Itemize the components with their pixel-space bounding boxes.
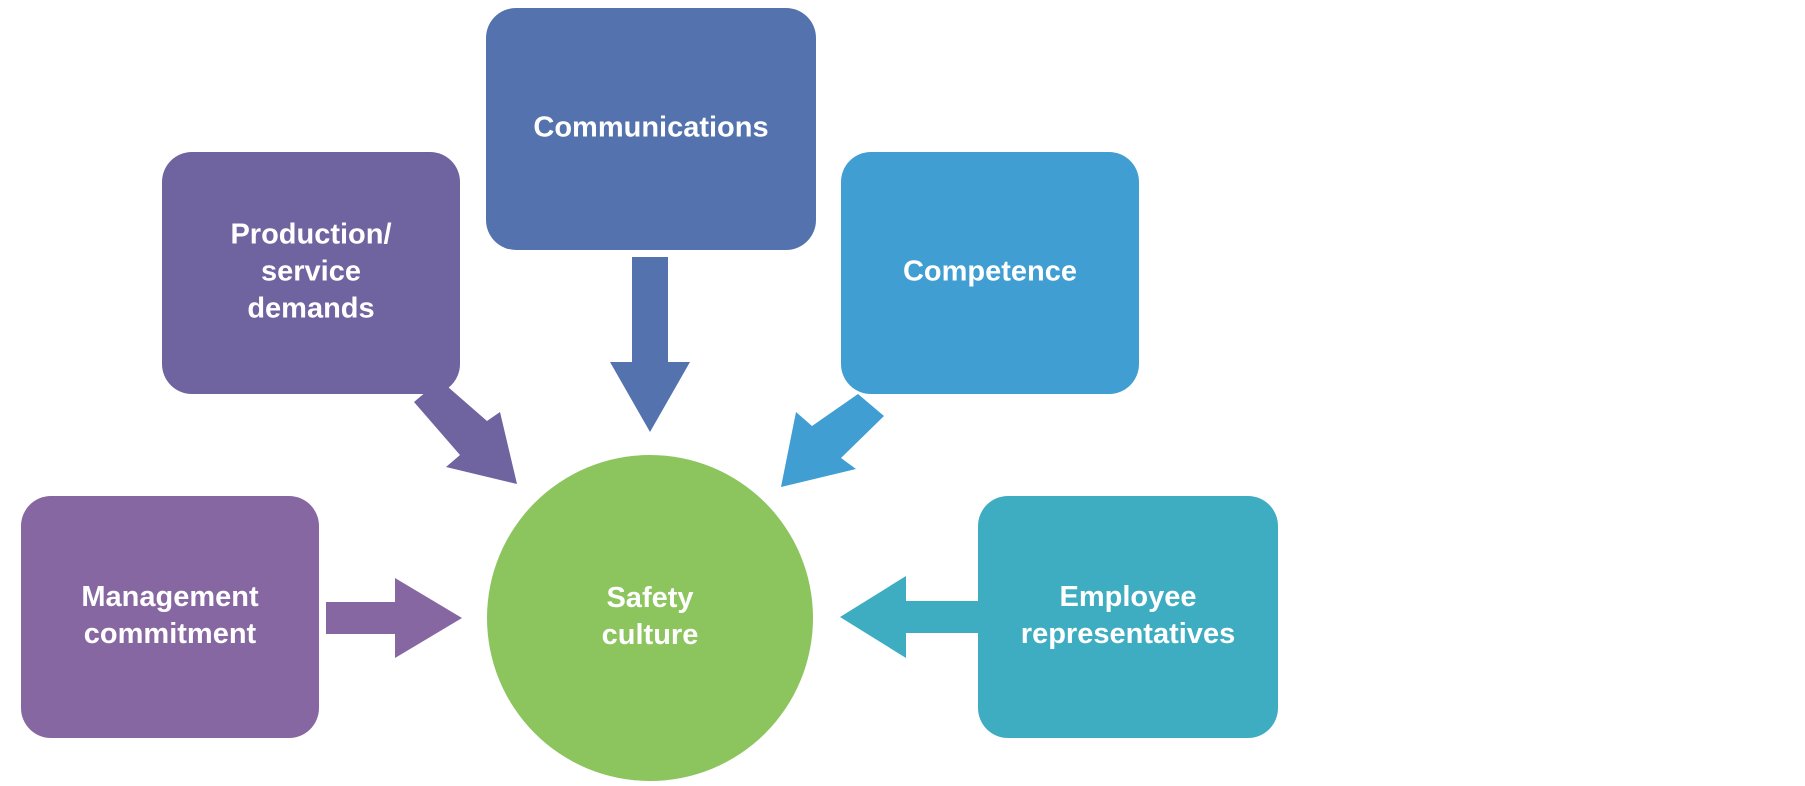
node-box: [978, 496, 1278, 738]
node-label: Competence: [903, 256, 1077, 288]
node-label-line: Safety: [606, 582, 693, 614]
node-label-line: service: [261, 256, 361, 288]
node-label-line: Management: [81, 581, 259, 613]
node-label-line: Production/: [230, 219, 391, 251]
node-label-line: culture: [602, 619, 699, 651]
arrow-management-to-center: [326, 578, 462, 658]
node-label: Communications: [533, 112, 768, 144]
node-label-line: commitment: [84, 618, 257, 650]
arrow-competence-to-center: [781, 394, 884, 487]
node-label-line: Communications: [533, 112, 768, 144]
node-label: Employee representatives: [1021, 581, 1235, 650]
node-communications: Communications: [486, 8, 816, 250]
node-label: Safety culture: [602, 582, 699, 651]
node-box: [21, 496, 319, 738]
node-label: Management commitment: [81, 581, 259, 650]
center-circle: [487, 455, 813, 781]
node-production-service-demands: Production/service demands: [162, 152, 460, 394]
node-label-line: Competence: [903, 256, 1077, 288]
node-label-line: representatives: [1021, 618, 1235, 650]
arrow-communications-to-center: [610, 257, 690, 432]
arrow-employee-to-center: [840, 576, 985, 658]
node-safety-culture: Safety culture: [487, 455, 813, 781]
node-label-line: Employee: [1060, 581, 1197, 613]
node-label: Production/service demands: [230, 219, 391, 325]
node-box: [162, 152, 460, 394]
node-box: [486, 8, 816, 250]
node-management-commitment: Management commitment: [21, 496, 319, 738]
node-employee-representatives: Employee representatives: [978, 496, 1278, 738]
node-box: [841, 152, 1139, 394]
node-label-line: demands: [247, 293, 374, 325]
node-competence: Competence: [841, 152, 1139, 394]
arrow-production-to-center: [414, 380, 517, 484]
